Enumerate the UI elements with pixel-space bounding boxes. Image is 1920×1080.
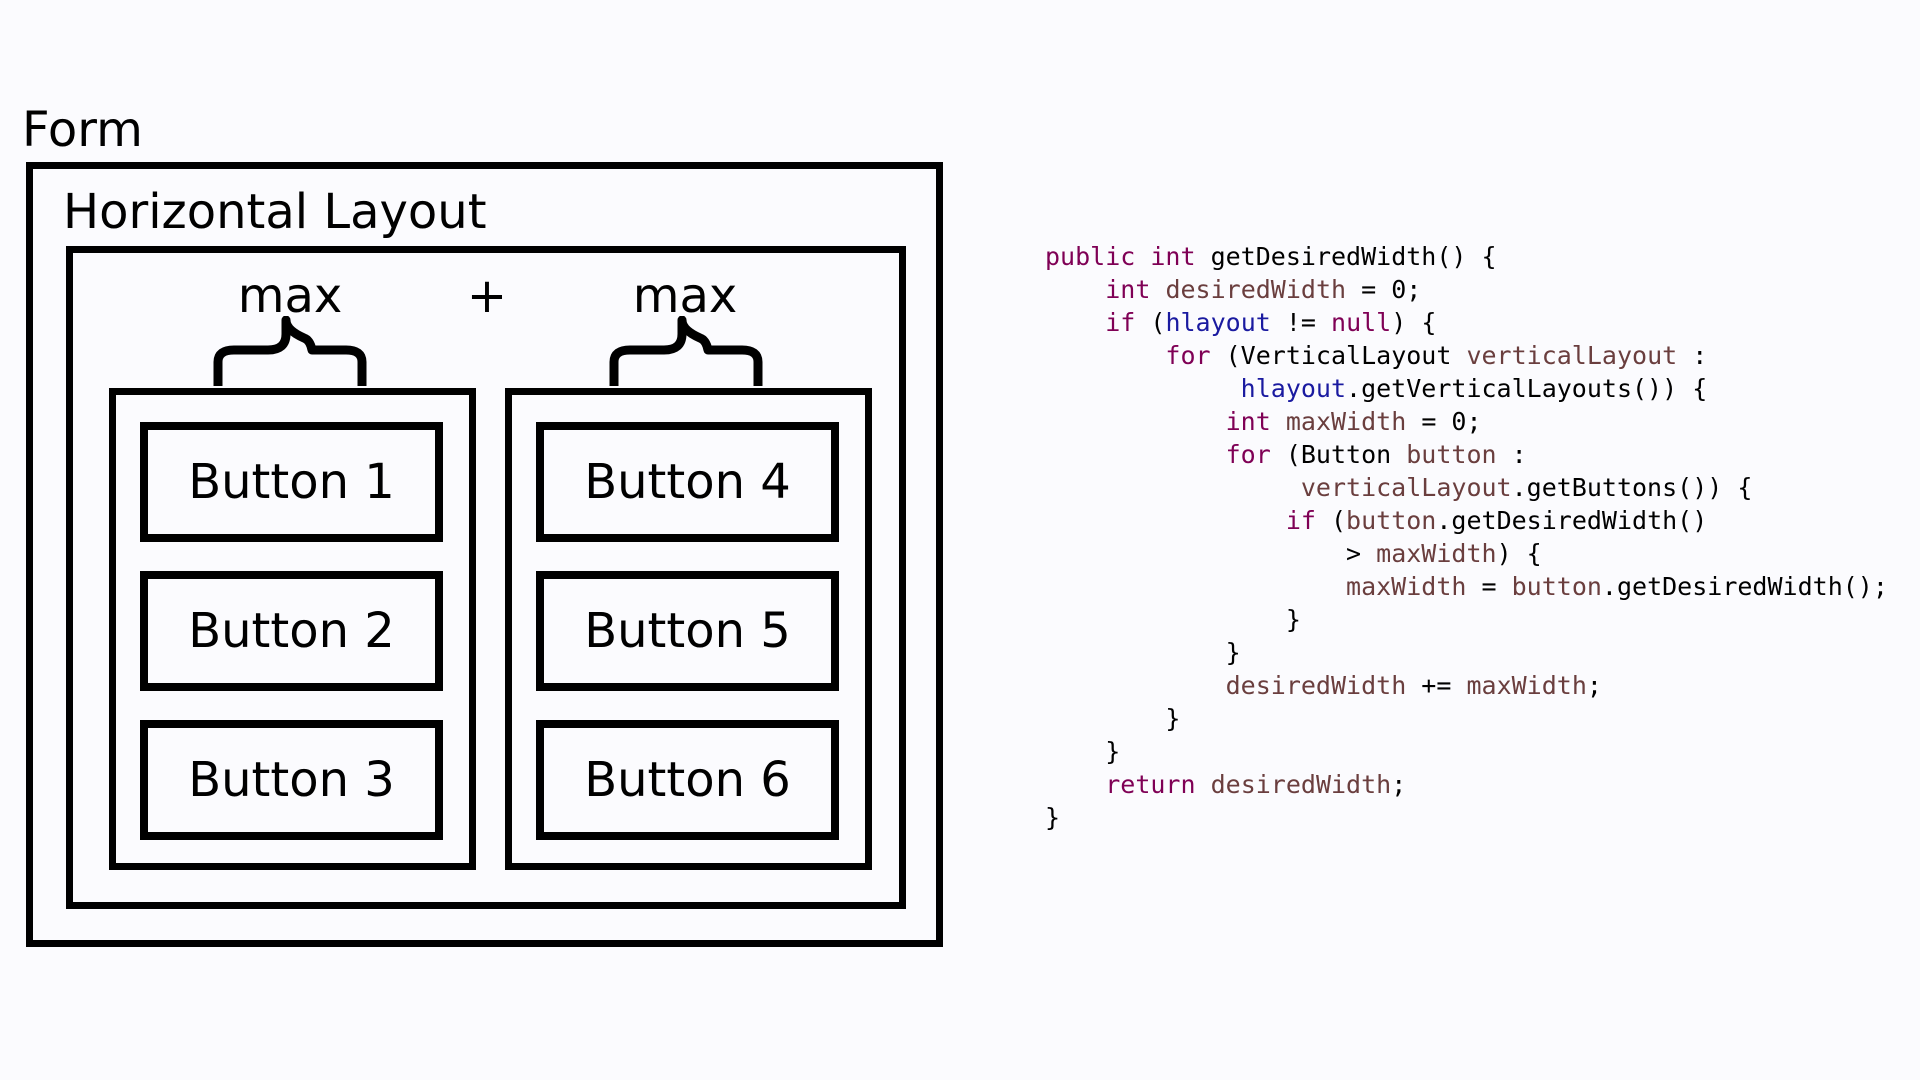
code-line: hlayout.getVerticalLayouts()) { bbox=[1045, 372, 1888, 405]
code-token: verticalLayout bbox=[1466, 341, 1678, 370]
code-line: > maxWidth) { bbox=[1045, 537, 1888, 570]
code-token: = 0; bbox=[1406, 407, 1482, 436]
code-token: ( bbox=[1315, 506, 1347, 535]
code-line: int maxWidth = 0; bbox=[1045, 405, 1888, 438]
code-token: (Button bbox=[1270, 440, 1407, 469]
code-token bbox=[1196, 770, 1211, 799]
code-token: for bbox=[1225, 440, 1271, 469]
curly-brace-right bbox=[609, 316, 763, 386]
code-token: getDesiredWidth() { bbox=[1195, 242, 1497, 271]
code-token: = bbox=[1466, 572, 1512, 601]
max-label-left: max bbox=[237, 268, 343, 324]
button-2: Button 2 bbox=[140, 571, 443, 691]
code-line: public int getDesiredWidth() { bbox=[1045, 240, 1888, 273]
code-token: .getVerticalLayouts()) { bbox=[1346, 374, 1708, 403]
code-line: int desiredWidth = 0; bbox=[1045, 273, 1888, 306]
code-token: } bbox=[1285, 605, 1301, 634]
code-line: } bbox=[1045, 603, 1888, 636]
code-token: .getDesiredWidth() bbox=[1436, 506, 1708, 535]
plus-label: + bbox=[466, 268, 508, 324]
button-4: Button 4 bbox=[536, 422, 839, 542]
button-5: Button 5 bbox=[536, 571, 839, 691]
button-3: Button 3 bbox=[140, 720, 443, 840]
code-token: } bbox=[1105, 737, 1121, 766]
code-token: button bbox=[1511, 572, 1602, 601]
code-token: : bbox=[1677, 341, 1708, 370]
form-container bbox=[26, 162, 943, 947]
horizontal-layout-container bbox=[66, 246, 906, 909]
code-line: verticalLayout.getButtons()) { bbox=[1045, 471, 1888, 504]
code-line: } bbox=[1045, 636, 1888, 669]
code-token: ; bbox=[1586, 671, 1602, 700]
code-token: for bbox=[1165, 341, 1211, 370]
code-token: maxWidth bbox=[1346, 572, 1467, 601]
button-1: Button 1 bbox=[140, 422, 443, 542]
code-token bbox=[1135, 242, 1150, 271]
code-token: .getButtons()) { bbox=[1511, 473, 1753, 502]
code-token: > bbox=[1346, 539, 1377, 568]
code-line: desiredWidth += maxWidth; bbox=[1045, 669, 1888, 702]
code-token: hlayout bbox=[1165, 308, 1271, 337]
code-token: maxWidth bbox=[1466, 671, 1587, 700]
code-token: hlayout bbox=[1240, 374, 1347, 403]
code-line: for (VerticalLayout verticalLayout : bbox=[1045, 339, 1888, 372]
horizontal-layout-title: Horizontal Layout bbox=[63, 184, 487, 240]
code-token: button bbox=[1406, 440, 1497, 469]
code-token: ; bbox=[1391, 770, 1407, 799]
code-line: if (button.getDesiredWidth() bbox=[1045, 504, 1888, 537]
code-token: return bbox=[1105, 770, 1196, 799]
max-label-right: max bbox=[632, 268, 738, 324]
code-listing: public int getDesiredWidth() { int desir… bbox=[1045, 240, 1888, 834]
curly-brace-left bbox=[213, 316, 367, 386]
code-token: int bbox=[1105, 275, 1151, 304]
code-token: maxWidth bbox=[1285, 407, 1407, 436]
code-token: if bbox=[1285, 506, 1316, 535]
code-line: if (hlayout != null) { bbox=[1045, 306, 1888, 339]
code-token: maxWidth bbox=[1376, 539, 1497, 568]
code-token: verticalLayout bbox=[1300, 473, 1512, 502]
code-token: } bbox=[1045, 803, 1061, 832]
code-token: int bbox=[1225, 407, 1271, 436]
code-token: += bbox=[1406, 671, 1467, 700]
vertical-layout-2 bbox=[505, 388, 872, 870]
code-token: .getDesiredWidth(); bbox=[1601, 572, 1888, 601]
code-token: : bbox=[1496, 440, 1527, 469]
code-token: = 0; bbox=[1346, 275, 1422, 304]
code-line: } bbox=[1045, 702, 1888, 735]
code-line: for (Button button : bbox=[1045, 438, 1888, 471]
code-token: != bbox=[1270, 308, 1332, 337]
code-token: int bbox=[1150, 242, 1196, 271]
code-token: button bbox=[1346, 506, 1437, 535]
code-token: desiredWidth bbox=[1210, 770, 1392, 799]
button-6: Button 6 bbox=[536, 720, 839, 840]
code-line: } bbox=[1045, 735, 1888, 768]
code-token: desiredWidth bbox=[1225, 671, 1407, 700]
code-line: return desiredWidth; bbox=[1045, 768, 1888, 801]
code-line: maxWidth = button.getDesiredWidth(); bbox=[1045, 570, 1888, 603]
form-title: Form bbox=[22, 102, 143, 158]
vertical-layout-1 bbox=[109, 388, 476, 870]
code-token: if bbox=[1105, 308, 1136, 337]
code-token: (VerticalLayout bbox=[1210, 341, 1467, 370]
code-token: ) { bbox=[1391, 308, 1437, 337]
code-token: public bbox=[1045, 242, 1136, 271]
code-token: } bbox=[1225, 638, 1241, 667]
code-token: desiredWidth bbox=[1165, 275, 1347, 304]
code-token bbox=[1271, 407, 1286, 436]
code-line: } bbox=[1045, 801, 1888, 834]
code-token: } bbox=[1165, 704, 1181, 733]
code-token: ) { bbox=[1496, 539, 1542, 568]
code-token: null bbox=[1331, 308, 1392, 337]
code-token: ( bbox=[1135, 308, 1166, 337]
code-token bbox=[1150, 275, 1165, 304]
